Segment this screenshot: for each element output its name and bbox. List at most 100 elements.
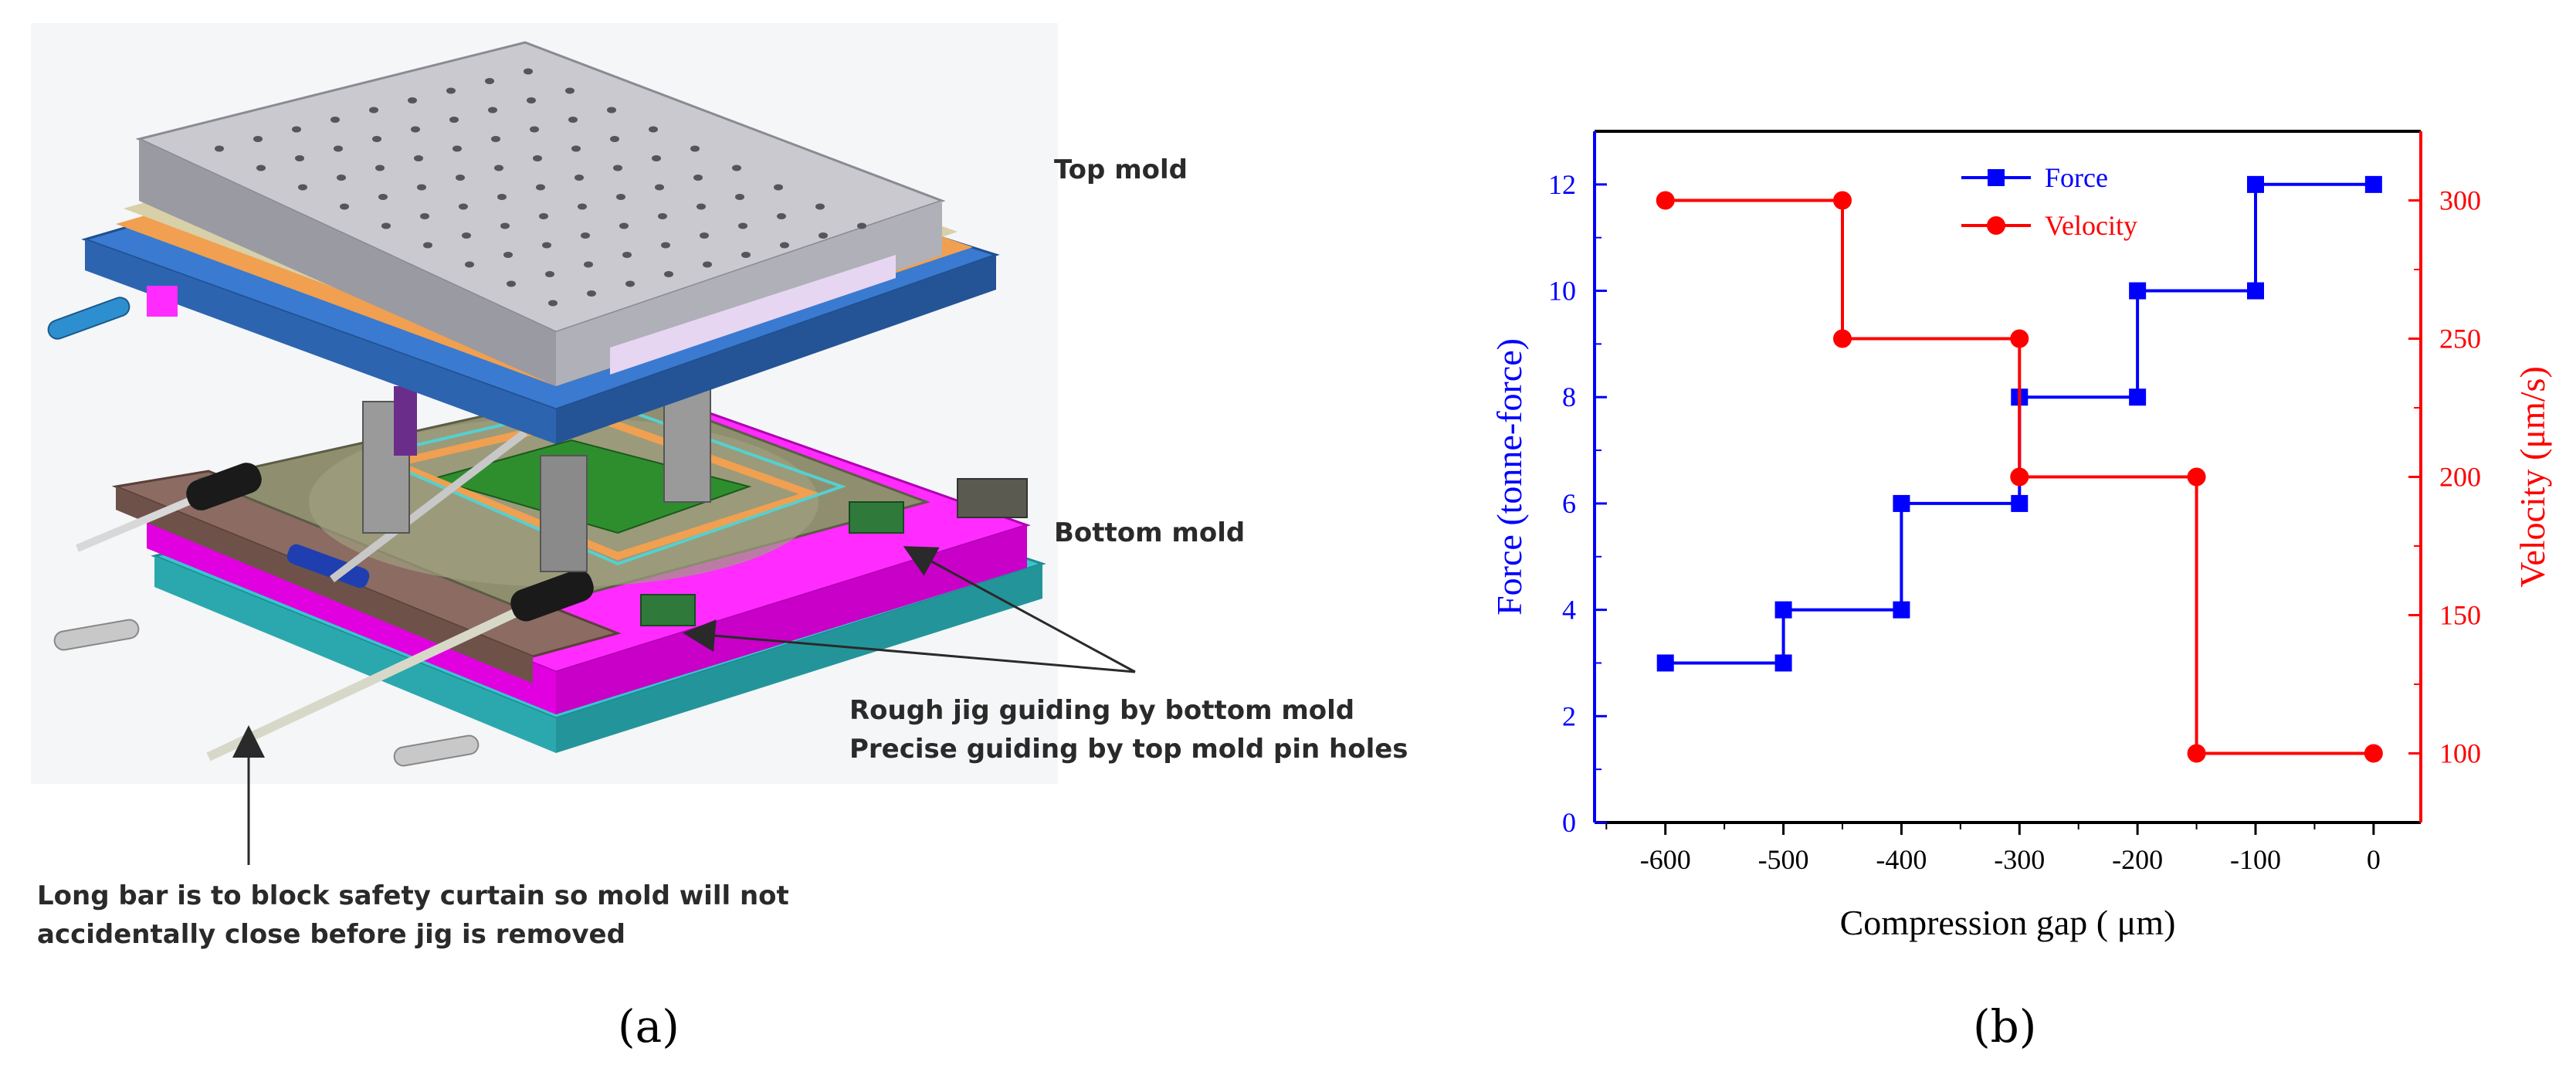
- top-mold-label: Top mold: [1054, 154, 1188, 185]
- plate-hole: [700, 232, 709, 239]
- plate-hole: [622, 252, 632, 258]
- plate-hole: [607, 107, 616, 114]
- plate-hole: [369, 107, 378, 114]
- plate-hole: [530, 126, 539, 133]
- plate-hole: [375, 165, 385, 171]
- force-data-point: [2364, 175, 2382, 193]
- plate-hole: [690, 145, 700, 152]
- velocity-data-point: [2010, 467, 2029, 487]
- plate-hole: [777, 213, 786, 219]
- plate-hole: [449, 117, 459, 123]
- x-tick-label: -300: [1994, 844, 2045, 875]
- plate-hole: [215, 145, 224, 152]
- mold-cad-illustration: [31, 23, 1058, 784]
- plate-hole: [334, 145, 343, 152]
- right-y-tick-label: 300: [2439, 185, 2481, 216]
- plate-hole: [565, 87, 575, 94]
- velocity-data-point: [2364, 744, 2383, 763]
- jig-guiding-callout: Rough jig guiding by bottom mold Precise…: [849, 691, 1408, 768]
- force-data-point: [1656, 654, 1674, 672]
- plate-hole: [411, 126, 420, 133]
- plate-hole: [619, 222, 629, 229]
- plate-hole: [494, 165, 503, 171]
- plate-hole: [417, 184, 426, 191]
- plate-hole: [295, 155, 304, 161]
- subfigure-a-label: (a): [618, 1000, 680, 1053]
- velocity-data-point: [2187, 744, 2206, 763]
- velocity-data-point: [1833, 191, 1852, 210]
- bottom-mold: [53, 385, 1046, 767]
- plate-hole: [372, 136, 381, 142]
- velocity-data-point: [2187, 467, 2206, 487]
- plate-hole: [527, 97, 536, 103]
- plate-hole: [697, 203, 706, 210]
- jig-guiding-line1: Rough jig guiding by bottom mold: [849, 695, 1355, 726]
- plate-hole: [578, 203, 587, 210]
- x-tick-label: -600: [1640, 844, 1691, 875]
- legend-marker-force: [1988, 169, 2005, 186]
- guide-pillars: [362, 385, 711, 572]
- long-bar-line1: Long bar is to block safety curtain so m…: [37, 880, 789, 911]
- plate-hole: [462, 232, 471, 239]
- plate-hole: [575, 175, 584, 181]
- plate-hole: [330, 117, 340, 123]
- x-axis-title: Compression gap ( μm): [1840, 903, 2176, 942]
- force-data-point: [1893, 494, 1910, 512]
- plate-hole: [703, 261, 712, 268]
- left-y-tick-label: 0: [1562, 807, 1576, 838]
- bottom-mold-label: Bottom mold: [1054, 517, 1246, 548]
- velocity-data-point: [1656, 191, 1675, 210]
- left-y-tick-label: 10: [1548, 276, 1576, 307]
- velocity-data-point: [1833, 329, 1852, 348]
- plate-hole: [491, 136, 500, 142]
- legend-marker-velocity: [1987, 216, 2005, 235]
- left-y-tick-label: 12: [1548, 169, 1576, 200]
- force-data-point: [1774, 601, 1792, 619]
- plate-hole: [253, 136, 263, 142]
- plate-hole: [738, 222, 747, 229]
- plate-hole: [452, 145, 462, 152]
- plate-hole: [533, 155, 542, 161]
- plate-hole: [423, 242, 432, 249]
- plate-hole: [536, 184, 545, 191]
- plate-hole: [539, 213, 548, 219]
- plate-hole: [857, 222, 866, 229]
- force-data-point: [2129, 282, 2147, 300]
- long-bar-line2: accidentally close before jig is removed: [37, 919, 625, 950]
- plate-hole: [459, 203, 468, 210]
- plate-hole: [337, 175, 346, 181]
- force-data-point: [2011, 494, 2029, 512]
- plate-hole: [741, 252, 751, 258]
- right-y-tick-label: 200: [2439, 462, 2481, 493]
- plate-hole: [610, 136, 619, 142]
- plate-hole: [613, 165, 622, 171]
- velocity-data-point: [2010, 329, 2029, 348]
- plate-hole: [256, 165, 266, 171]
- force-data-point: [1774, 654, 1792, 672]
- x-tick-label: -500: [1758, 844, 1809, 875]
- right-y-tick-label: 250: [2439, 324, 2481, 354]
- plate-hole: [420, 213, 429, 219]
- plate-hole: [819, 232, 828, 239]
- velocity-series-line: [1665, 198, 2374, 755]
- plate-hole: [292, 126, 301, 133]
- left-y-tick-label: 6: [1562, 488, 1576, 519]
- plate-hole: [568, 117, 578, 123]
- top-plate-hole-pattern: [215, 68, 866, 307]
- plate-hole: [652, 155, 661, 161]
- plate-hole: [414, 155, 423, 161]
- legend-label-force: Force: [2045, 162, 2108, 193]
- plate-hole: [542, 242, 551, 249]
- plate-hole: [693, 175, 703, 181]
- plate-hole: [732, 165, 741, 171]
- plate-hole: [649, 126, 658, 133]
- plate-hole: [545, 271, 554, 277]
- x-tick-label: -200: [2112, 844, 2163, 875]
- right-y-tick-label: 100: [2439, 738, 2481, 769]
- plate-hole: [664, 271, 673, 277]
- plate-hole: [571, 145, 581, 152]
- plate-hole: [735, 194, 744, 200]
- plate-hole: [548, 300, 558, 307]
- plate-hole: [488, 107, 497, 114]
- top-mold: [47, 41, 1000, 444]
